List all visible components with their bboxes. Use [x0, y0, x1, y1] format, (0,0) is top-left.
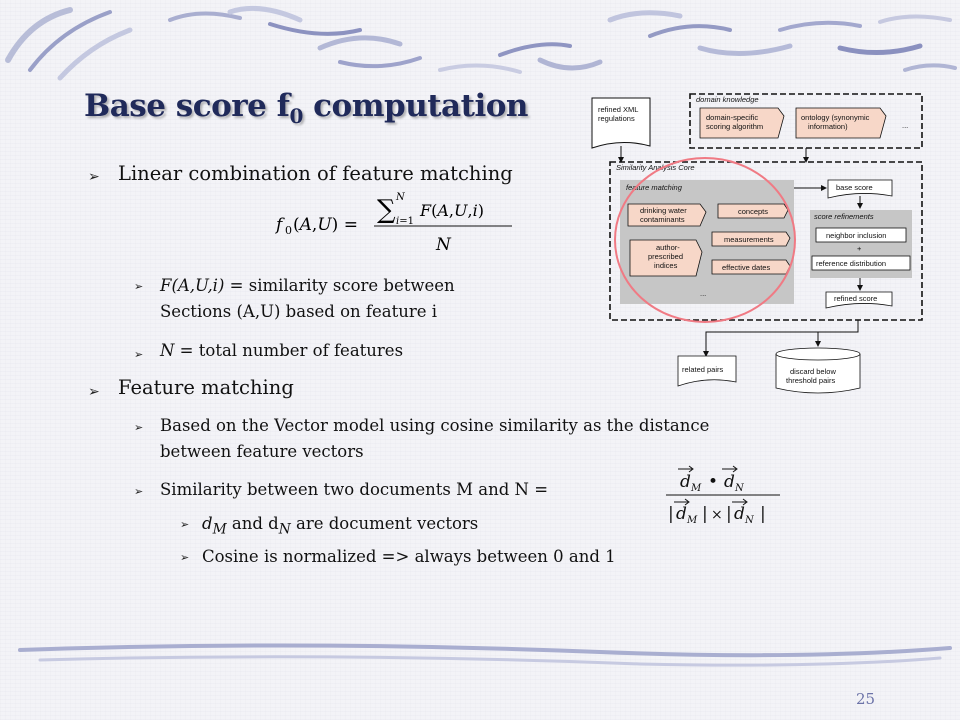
svg-text:0: 0 [285, 224, 292, 237]
svg-text:∑: ∑ [377, 195, 396, 225]
svg-text:|: | [668, 504, 674, 524]
svg-text:N: N [734, 483, 745, 494]
sub-arrow-icon: ➢ [180, 551, 190, 564]
n-def-text: = total number of features [174, 341, 404, 360]
refined-score-node [825, 291, 893, 309]
sub-arrow-icon: ➢ [134, 280, 144, 293]
sub-arrow-icon: ➢ [134, 485, 144, 498]
sub-arrow-icon: ➢ [134, 348, 144, 361]
feature-def-line2: Sections (A,U) based on feature i [160, 302, 438, 321]
concepts-node [717, 203, 789, 219]
svg-text:|: | [726, 504, 732, 524]
bullet-document-vectors: dM and dN are document vectors [202, 511, 478, 542]
domain-knowledge-label: domain knowledge [696, 95, 759, 104]
svg-text:M: M [686, 515, 698, 526]
page-number: 25 [856, 690, 876, 708]
svg-text:(A,U) =: (A,U) = [293, 215, 358, 235]
feature-def-text: = similarity score between [224, 276, 455, 295]
title-main: Base score f [84, 88, 290, 124]
concepts-label: concepts [738, 207, 768, 216]
discard-cylinder [775, 347, 861, 394]
svg-text:f: f [274, 215, 285, 235]
vector-line2: between feature vectors [160, 442, 364, 461]
sub-arrow-icon: ➢ [180, 518, 190, 531]
vector-line1: Based on the Vector model using cosine s… [160, 416, 710, 435]
slide-title: Base score f0 computation [84, 88, 528, 128]
to-related-pairs-arrow [703, 320, 859, 357]
svg-text:N: N [395, 192, 406, 203]
ontology-node [795, 107, 887, 139]
feature-ellipsis: ... [700, 289, 706, 298]
related-pairs-label: related pairs [682, 365, 724, 374]
plus-sign: + [857, 244, 862, 253]
svg-text:N: N [435, 235, 452, 255]
measurements-label: measurements [724, 235, 774, 244]
bullet-feature-definition: F(A,U,i) = similarity score between Sect… [160, 273, 455, 325]
dm-label: d [202, 514, 213, 533]
domain-scoring-node [699, 107, 785, 139]
base-score-node [827, 179, 893, 199]
author-indices-node [629, 239, 703, 277]
neighbor-inclusion-node [815, 227, 907, 243]
sub-arrow-icon: ➢ [134, 421, 144, 434]
similarity-core-box [609, 161, 923, 321]
refined-score-label: refined score [834, 294, 877, 303]
bullet-cosine-normalized: Cosine is normalized => always between 0… [202, 547, 616, 566]
svg-text:|: | [702, 504, 708, 524]
svg-text:d: d [734, 504, 745, 524]
bullet-similarity: Similarity between two documents M and N… [160, 480, 549, 499]
bullet-vector-model: Based on the Vector model using cosine s… [160, 413, 709, 465]
feature-function-label: F(A,U,i) [160, 276, 225, 295]
svg-text:•: • [708, 472, 718, 492]
dn-label: and d [226, 514, 279, 533]
svg-text:d: d [676, 504, 687, 524]
bullet-arrow-icon: ➢ [88, 169, 100, 185]
bullet-feature-matching: Feature matching [118, 376, 294, 399]
domain-ellipsis: ... [902, 121, 908, 130]
svg-text:N: N [744, 515, 755, 526]
refined-xml-node [591, 97, 651, 149]
f0-formula: f 0 (A,U) = ∑ N i=1 F(A,U,i) N [274, 192, 512, 255]
related-pairs-node [677, 355, 737, 387]
bullet-n-definition: N = total number of features [160, 338, 403, 364]
neighbor-inclusion-label: neighbor inclusion [826, 231, 886, 240]
reference-distribution-label: reference distribution [816, 259, 886, 268]
cosine-formula: d M • d N | d M | × | d N | [666, 465, 780, 526]
doc-vectors-text: are document vectors [290, 514, 479, 533]
bullet-linear-combination: Linear combination of feature matching [118, 162, 513, 185]
measurements-node [711, 231, 791, 247]
bullet-arrow-icon: ➢ [88, 384, 100, 400]
reference-distribution-node [811, 255, 911, 271]
score-refinements-label: score refinements [814, 212, 874, 221]
title-rest: computation [302, 88, 528, 124]
svg-text:d: d [724, 472, 735, 492]
svg-text:d: d [680, 472, 691, 492]
dm-sub: M [212, 521, 227, 538]
n-label: N [160, 341, 175, 360]
svg-text:F(A,U,i): F(A,U,i) [419, 201, 484, 220]
drinking-water-node [627, 203, 707, 227]
effective-dates-label: effective dates [722, 263, 770, 272]
similarity-core-label: Similarity Analysis Core [616, 163, 695, 172]
feature-matching-highlight [614, 157, 796, 323]
feature-matching-label: feature matching [626, 183, 683, 192]
dn-sub: N [278, 521, 291, 538]
svg-text:i=1: i=1 [396, 216, 414, 227]
svg-text:M: M [690, 483, 702, 494]
svg-text:|: | [760, 504, 766, 524]
base-score-label: base score [836, 183, 873, 192]
title-subscript: 0 [289, 104, 303, 129]
svg-text:×: × [711, 507, 723, 523]
